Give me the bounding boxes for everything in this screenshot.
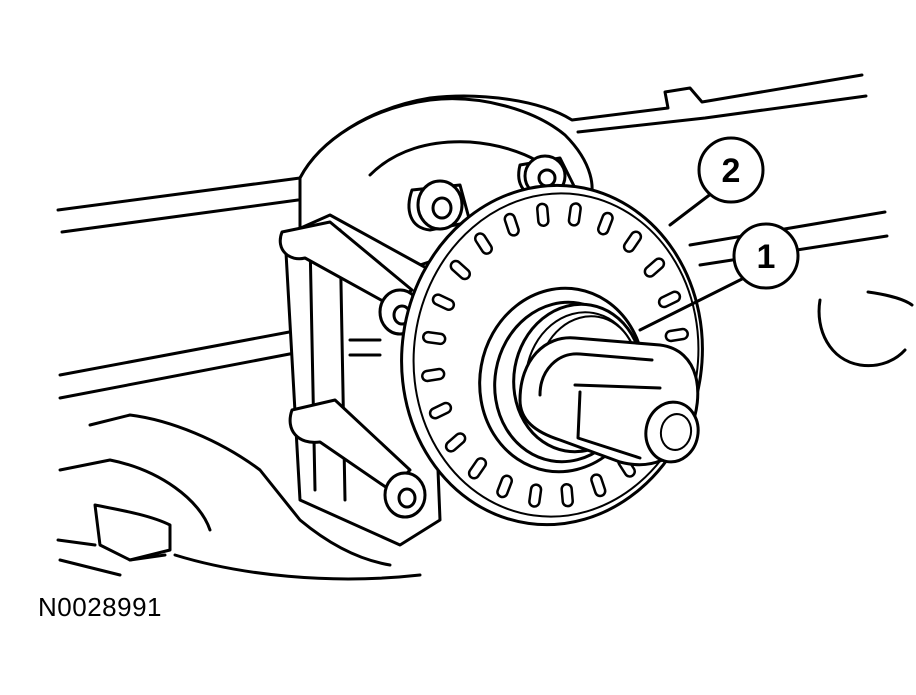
- target-wheel-slot: [467, 457, 488, 480]
- engine-block-outline: [56, 73, 914, 581]
- callout-1-label: 1: [757, 238, 776, 276]
- callout-1: 1: [732, 222, 800, 290]
- figure-id-label: N0028991: [38, 592, 162, 622]
- target-wheel-slot: [421, 367, 446, 383]
- target-wheel-slot: [428, 401, 453, 420]
- target-wheel-slot: [496, 474, 514, 499]
- boss-upper-center: [407, 179, 472, 232]
- target-wheel-slot: [590, 473, 607, 498]
- target-wheel-slot: [643, 257, 666, 278]
- target-wheel-slot: [560, 482, 574, 508]
- target-wheel-slot: [431, 293, 456, 312]
- target-wheel-slot: [622, 230, 643, 253]
- boss-lower-left: [288, 398, 427, 519]
- target-wheel-slot: [528, 483, 543, 508]
- target-wheel-slot: [444, 432, 467, 453]
- target-wheel-slot: [422, 330, 447, 346]
- target-wheel-slot: [449, 259, 472, 281]
- leader-lines: [638, 188, 752, 332]
- target-wheel-slot: [657, 290, 682, 309]
- target-wheel-slot: [503, 212, 520, 237]
- target-wheel-slot: [567, 202, 582, 227]
- callout-2: 2: [697, 136, 765, 204]
- target-wheel-slot: [474, 232, 493, 255]
- callout-2-label: 2: [722, 152, 741, 190]
- target-wheel-slot: [536, 202, 550, 228]
- target-wheel-slot: [664, 327, 689, 343]
- pump-shaft: [518, 336, 700, 467]
- target-wheel-slot: [596, 211, 614, 236]
